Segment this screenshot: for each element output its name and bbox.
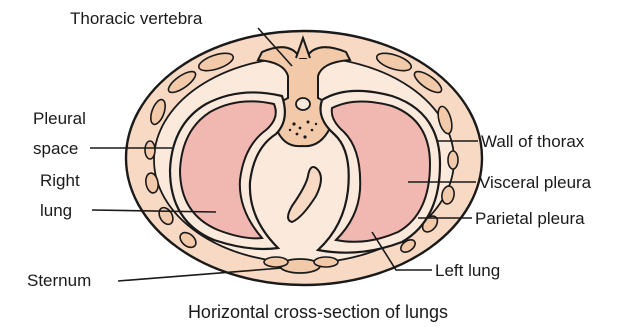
- label-pleural-space-line2: space: [33, 139, 78, 158]
- label-wall-of-thorax: Wall of thorax: [481, 132, 585, 151]
- label-right-lung-line1: Right: [40, 171, 80, 190]
- label-visceral-pleura: Visceral pleura: [479, 173, 592, 192]
- label-thoracic-vertebra: Thoracic vertebra: [70, 9, 203, 28]
- diagram-caption: Horizontal cross-section of lungs: [188, 302, 448, 322]
- label-parietal-pleura: Parietal pleura: [475, 209, 585, 228]
- label-pleural-space-line1: Pleural: [33, 109, 86, 128]
- label-right-lung-line2: lung: [40, 201, 72, 220]
- label-sternum: Sternum: [27, 271, 91, 290]
- label-left-lung: Left lung: [435, 261, 500, 280]
